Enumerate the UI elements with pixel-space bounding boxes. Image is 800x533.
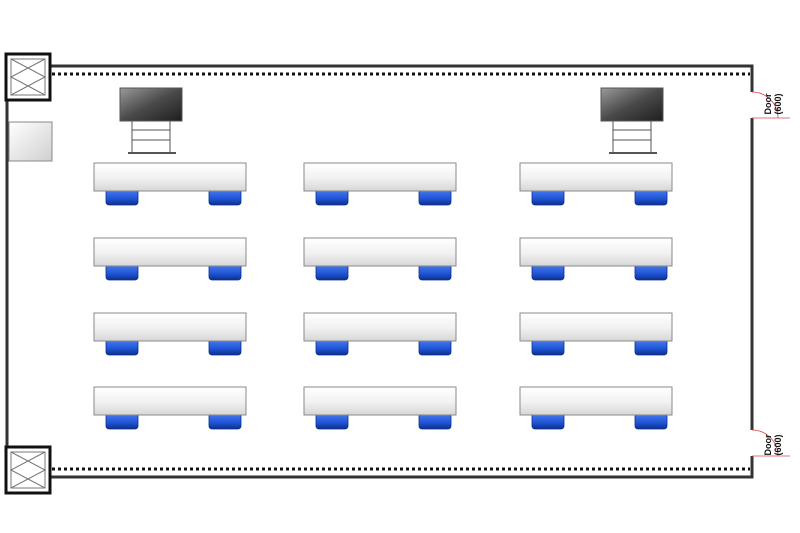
table bbox=[519, 386, 673, 416]
table bbox=[303, 162, 457, 192]
table bbox=[93, 386, 247, 416]
screen-right-display bbox=[600, 87, 664, 122]
door-top-size: (600) bbox=[773, 93, 783, 114]
screen-right bbox=[600, 87, 664, 154]
table bbox=[519, 162, 673, 192]
screen-right-stand bbox=[609, 121, 657, 154]
table bbox=[93, 237, 247, 267]
table bbox=[303, 237, 457, 267]
screen-left-display bbox=[119, 87, 183, 122]
door-bottom-size: (600) bbox=[773, 434, 783, 455]
table bbox=[303, 312, 457, 342]
table bbox=[519, 312, 673, 342]
table bbox=[93, 162, 247, 192]
screen-left bbox=[119, 87, 183, 154]
table bbox=[519, 237, 673, 267]
table bbox=[303, 386, 457, 416]
door-bottom[interactable]: Door (600) bbox=[750, 429, 790, 457]
table bbox=[93, 312, 247, 342]
door-top[interactable]: Door (600) bbox=[750, 91, 790, 119]
door-bottom-label: Door bbox=[763, 434, 773, 455]
top-left-column bbox=[4, 52, 52, 102]
side-cabinet bbox=[8, 121, 53, 162]
desk-grid bbox=[93, 162, 673, 430]
door-top-label: Door bbox=[763, 93, 773, 114]
screen-left-stand bbox=[128, 121, 176, 154]
bottom-left-column bbox=[4, 445, 52, 495]
